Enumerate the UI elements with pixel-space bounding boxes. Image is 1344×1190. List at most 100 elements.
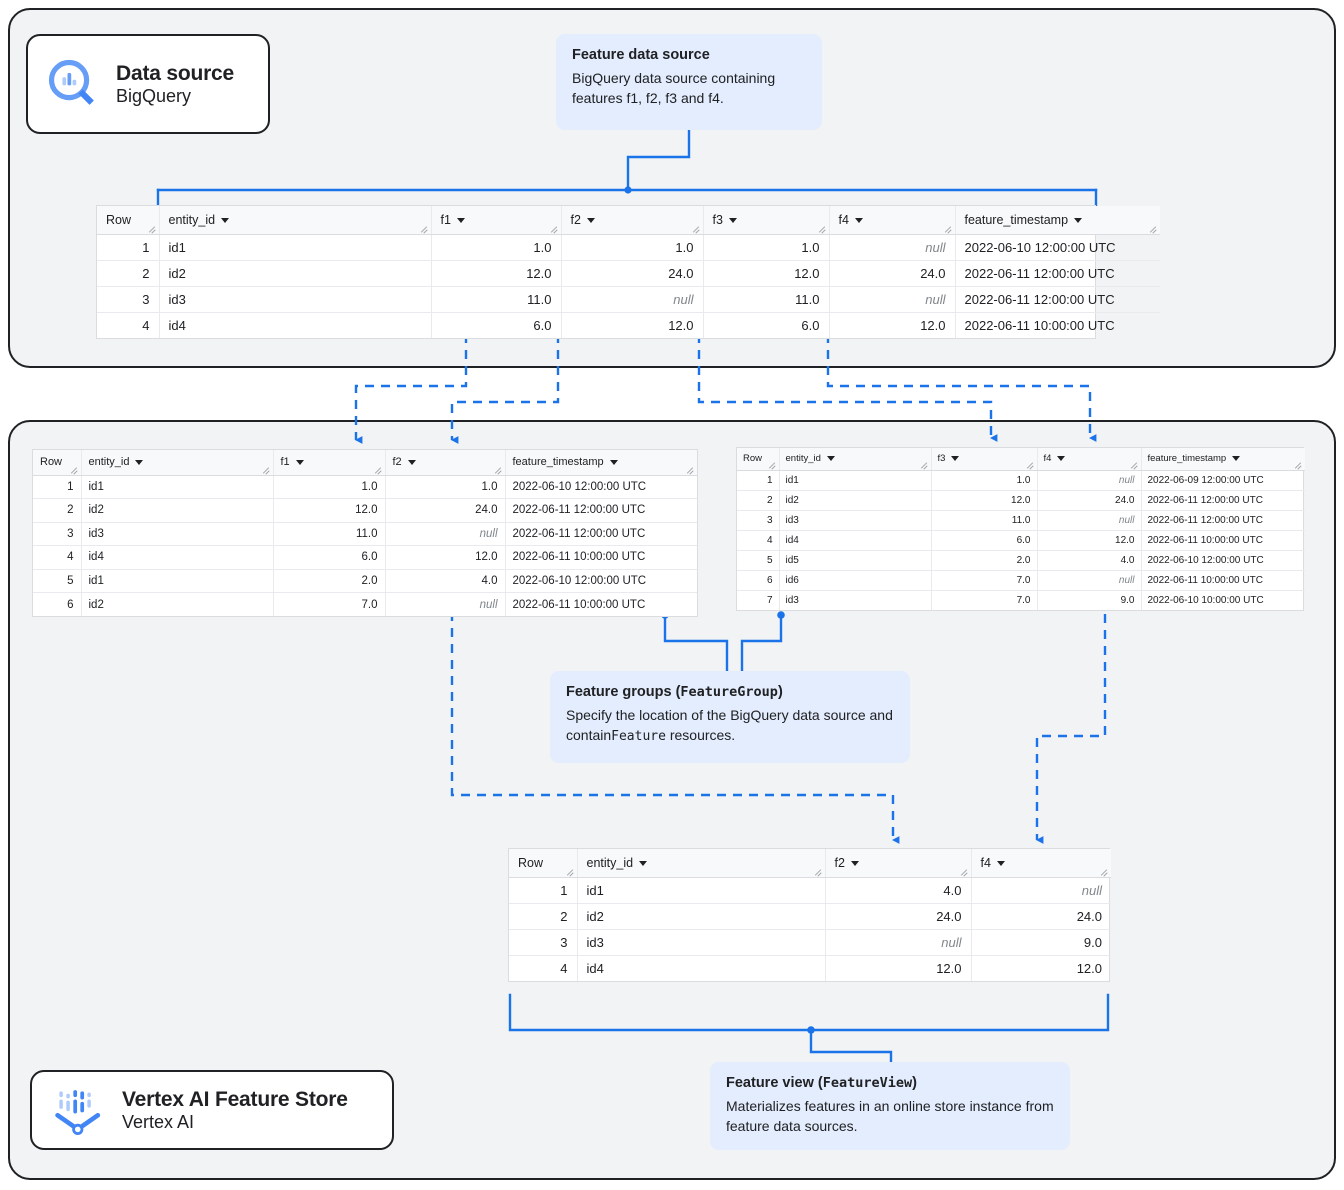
- column-resize-grip-icon[interactable]: [374, 465, 383, 474]
- cell-feature_timestamp: 2022-06-11 12:00:00 UTC: [505, 522, 697, 546]
- vertex-card-subtitle: Vertex AI: [122, 1112, 195, 1133]
- column-resize-grip-icon[interactable]: [550, 224, 559, 233]
- cell-f1: 6.0: [431, 312, 562, 338]
- column-header-f4[interactable]: f4: [1037, 448, 1142, 471]
- chevron-down-icon[interactable]: [826, 456, 835, 462]
- chevron-down-icon[interactable]: [728, 217, 737, 223]
- column-resize-grip-icon[interactable]: [686, 465, 695, 474]
- cell-row: 1: [737, 470, 780, 491]
- column-header-entity_id[interactable]: entity_id: [81, 450, 274, 476]
- chevron-down-icon[interactable]: [951, 456, 960, 462]
- cell-f2: 4.0: [825, 877, 972, 904]
- column-header-f1[interactable]: f1: [431, 206, 562, 235]
- cell-feature_timestamp: 2022-06-11 12:00:00 UTC: [505, 498, 697, 523]
- chevron-down-icon[interactable]: [996, 860, 1005, 866]
- column-resize-grip-icon[interactable]: [70, 465, 79, 474]
- column-header-f1[interactable]: f1: [273, 450, 386, 476]
- chevron-down-icon[interactable]: [639, 860, 648, 866]
- column-resize-grip-icon[interactable]: [566, 867, 575, 876]
- column-header-entity_id[interactable]: entity_id: [577, 849, 826, 878]
- column-resize-grip-icon[interactable]: [1130, 460, 1139, 469]
- chevron-down-icon[interactable]: [295, 459, 304, 465]
- chevron-down-icon[interactable]: [456, 217, 465, 223]
- column-resize-grip-icon[interactable]: [148, 224, 157, 233]
- column-header-f3[interactable]: f3: [931, 448, 1038, 471]
- column-resize-grip-icon[interactable]: [818, 224, 827, 233]
- column-resize-grip-icon[interactable]: [494, 465, 503, 474]
- cell-f3: 11.0: [931, 510, 1038, 531]
- chevron-down-icon[interactable]: [407, 459, 416, 465]
- column-header-row[interactable]: Row: [33, 450, 82, 476]
- cell-f4: 24.0: [971, 903, 1111, 930]
- column-resize-grip-icon[interactable]: [262, 465, 271, 474]
- chevron-down-icon[interactable]: [586, 217, 595, 223]
- cell-f2: 12.0: [385, 545, 506, 570]
- column-resize-grip-icon[interactable]: [960, 867, 969, 876]
- column-header-f4[interactable]: f4: [829, 206, 956, 235]
- chevron-down-icon[interactable]: [1057, 456, 1066, 462]
- chevron-down-icon[interactable]: [854, 217, 863, 223]
- note-feature-groups-body-part2: resources.: [665, 726, 736, 743]
- column-header-label: entity_id: [785, 453, 821, 465]
- chevron-down-icon[interactable]: [1074, 217, 1083, 223]
- column-resize-grip-icon[interactable]: [920, 460, 929, 469]
- column-header-row[interactable]: Row: [97, 206, 160, 235]
- column-header-f2[interactable]: f2: [561, 206, 704, 235]
- chevron-down-icon[interactable]: [1232, 456, 1241, 462]
- column-resize-grip-icon[interactable]: [814, 867, 823, 876]
- column-header-entity_id[interactable]: entity_id: [779, 448, 932, 471]
- column-resize-grip-icon[interactable]: [1149, 224, 1158, 233]
- column-header-entity_id[interactable]: entity_id: [159, 206, 432, 235]
- column-header-label: f2: [392, 456, 402, 469]
- column-header-f3[interactable]: f3: [703, 206, 830, 235]
- column-resize-grip-icon[interactable]: [1100, 867, 1109, 876]
- column-header-f2[interactable]: f2: [825, 849, 972, 878]
- chevron-down-icon[interactable]: [850, 860, 859, 866]
- chevron-down-icon[interactable]: [135, 459, 144, 465]
- column-resize-grip-icon[interactable]: [692, 224, 701, 233]
- column-header-row[interactable]: Row: [509, 849, 578, 878]
- column-header-feature_timestamp[interactable]: feature_timestamp: [955, 206, 1160, 235]
- chevron-down-icon[interactable]: [221, 217, 230, 223]
- column-resize-grip-icon[interactable]: [420, 224, 429, 233]
- column-header-feature_timestamp[interactable]: feature_timestamp: [505, 450, 697, 476]
- column-header-row[interactable]: Row: [737, 448, 780, 471]
- column-header-label: feature_timestamp: [512, 456, 604, 469]
- column-header-f4[interactable]: f4: [971, 849, 1111, 878]
- cell-f3: 7.0: [931, 590, 1038, 610]
- column-resize-grip-icon[interactable]: [768, 460, 777, 469]
- column-resize-grip-icon[interactable]: [1026, 460, 1035, 469]
- cell-row: 4: [97, 312, 160, 338]
- column-header-f2[interactable]: f2: [385, 450, 506, 476]
- column-resize-grip-icon[interactable]: [1294, 460, 1303, 469]
- chevron-down-icon[interactable]: [609, 459, 618, 465]
- column-resize-grip-icon[interactable]: [944, 224, 953, 233]
- column-header-feature_timestamp[interactable]: feature_timestamp: [1141, 448, 1305, 471]
